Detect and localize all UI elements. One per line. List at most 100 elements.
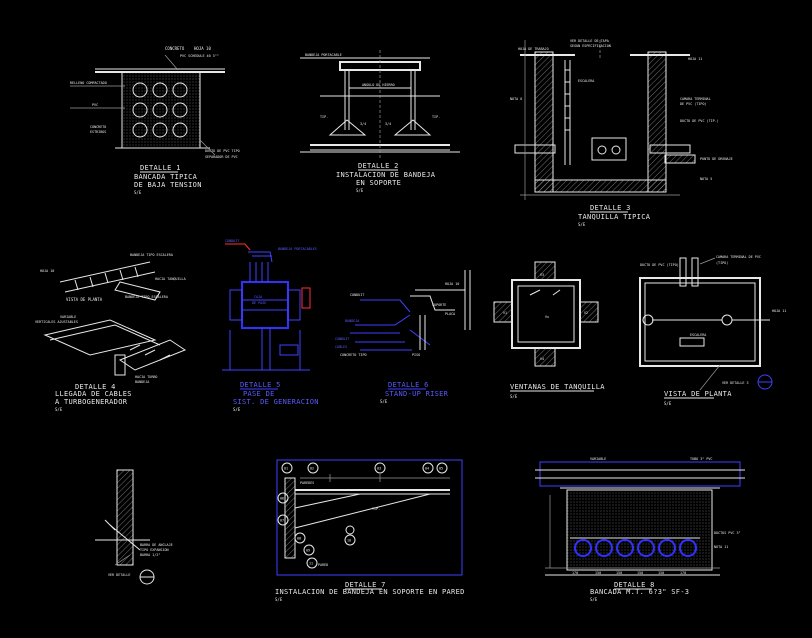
d2-note-1: ANGULO DE HIERRO xyxy=(362,83,395,87)
win-mark-2: V2 xyxy=(584,311,588,315)
d4-note-4: VARIABLE xyxy=(60,315,76,319)
d6-note-7: PISO xyxy=(412,353,420,357)
win-mark-3: V4 xyxy=(540,357,544,361)
d6-note-8: CONCRETO TIPO xyxy=(340,353,367,357)
d3-note-6: CAMARA TERMINAL xyxy=(680,97,711,101)
d3-note-10: NOTA 5 xyxy=(700,177,712,181)
ladder-tray-plan xyxy=(59,261,161,301)
d4-note-6: HACIA TURBO xyxy=(135,375,157,379)
d8-dim-5: 170 xyxy=(680,571,686,575)
d5-note-3: DE PASE xyxy=(252,301,266,305)
d1-sub2: DE BAJA TENSION xyxy=(134,181,202,189)
d8-note-3: NOTA 11 xyxy=(714,545,728,549)
d5-note-0: CONDUIT xyxy=(225,239,239,243)
d6-note-5: CONDUIT xyxy=(335,337,349,341)
d3-scale: S/E xyxy=(578,222,586,227)
d5-title: DETALLE 5 xyxy=(240,381,281,389)
d7-sub1: INSTALACION DE BANDEJA EN SOPORTE EN PAR… xyxy=(275,588,465,596)
detail-6-riser: HOJA 10 CONDUIT SOPORTE PLACA BANDEJA CO… xyxy=(335,270,471,404)
detail-1-duct-bank: CONCRETO HOJA 10 PVC SCHEDULE 40 3"" REL… xyxy=(70,46,240,195)
d3-title: DETALLE 3 xyxy=(590,204,631,212)
d7-title: DETALLE 7 xyxy=(345,581,386,589)
detail-5-pass-box: CONDUIT BANDEJA PORTACABLES CAJA DE PASE… xyxy=(222,239,319,412)
detail-4-cable-arrival: HOJA 10 BANDEJA TIPO ESCALERA HACIA TANQ… xyxy=(35,253,187,412)
d2-scale: S/E xyxy=(356,188,364,193)
d4-sub1: LLEGADA DE CABLES xyxy=(55,390,132,398)
d5-scale: S/E xyxy=(233,407,241,412)
d7-tag-6: 07 xyxy=(280,519,284,523)
d2-title: DETALLE 2 xyxy=(358,162,399,170)
d8-dim-0: 170 xyxy=(572,571,578,575)
d1-note-0: CONCRETO xyxy=(165,46,185,51)
d4-note-1: BANDEJA TIPO ESCALERA xyxy=(130,253,173,257)
anchor-note-0: VER DETALLE xyxy=(108,573,130,577)
detail-7-wall-tray: 01 02 03 04 05 06 07 08 09 10 11 PAREDES… xyxy=(275,459,465,602)
manhole-windows-detail: V3 V1 V2 V4 Vx VENTANAS DE TANQUILLA S/E xyxy=(493,261,605,399)
win-mark-1: V1 xyxy=(503,311,507,315)
anchor-note-2: TIPO EXPANSION xyxy=(140,548,169,552)
d3-sub1: TANQUILLA TIPICA xyxy=(578,213,651,221)
plan-note-1: CAMARA TERMINAL DE PVC xyxy=(716,255,761,259)
d4-note-3: BANDEJA TIPO ESCALERA xyxy=(125,295,168,299)
ladder xyxy=(564,60,571,165)
d3-note-2: HOJA DE TRABAJO xyxy=(518,47,549,51)
d7-tag-1: 02 xyxy=(310,467,314,471)
d8-dim-3: 150 xyxy=(637,571,643,575)
windows-scale: S/E xyxy=(510,394,518,399)
d6-sub1: STAND-UP RISER xyxy=(385,390,449,398)
d3-note-5: NOTA 6 xyxy=(510,97,522,101)
d1-note-1: HOJA 10 xyxy=(194,46,211,51)
d4-note-2: HACIA TANQUILLA xyxy=(155,277,186,281)
d1-note-7: DUCTO DE PVC TIPO xyxy=(205,149,240,153)
d1-note-4: PVC xyxy=(92,103,98,107)
detail-3-manhole: VER DETALLE DE TAPA SEGUN ESPECIFICACION… xyxy=(510,39,733,227)
d7-tag-0: 01 xyxy=(284,467,288,471)
d8-sub1: BANCADA M.T. 6?3" SF-3 xyxy=(590,588,689,596)
win-mark-0: V3 xyxy=(540,273,544,277)
d2-note-2: TIP. xyxy=(320,115,328,119)
d2-sub1: INSTALACION DE BANDEJA xyxy=(336,171,436,179)
d8-title: DETALLE 8 xyxy=(614,581,655,589)
d7-tag-8: 09 xyxy=(306,549,310,553)
plan-note-5: VER DETALLE 3 xyxy=(722,381,749,385)
d4-note-7: BANDEJA xyxy=(135,380,149,384)
d1-sub1: BANCADA TIPICA xyxy=(134,173,198,181)
d4-scale: S/E xyxy=(55,407,63,412)
d3-note-7: DE PVC (TIPO) xyxy=(680,102,707,106)
d1-note-8: SEPARADOR DE PVC xyxy=(205,155,238,159)
d5-note-2: CAJA xyxy=(254,295,262,299)
d1-scale: S/E xyxy=(134,190,142,195)
d5-sub1: PASE DE xyxy=(243,390,275,398)
tag-bubbles: 01 02 03 04 05 06 07 08 09 10 11 xyxy=(277,462,448,569)
d1-note-2: PVC SCHEDULE 40 3"" xyxy=(180,54,219,58)
d8-note-2: DUCTOS PVC 3" xyxy=(714,531,741,535)
plan-scale: S/E xyxy=(664,401,672,406)
anchor-note-1: BARRA DE ANCLAJE xyxy=(140,543,173,547)
d2-note-4: 3/4 xyxy=(360,122,366,126)
d7-tag-9: 10 xyxy=(347,539,351,543)
d3-note-0: VER DETALLE DE TAPA xyxy=(570,39,609,43)
d5-sub2: SIST. DE GENERACION xyxy=(233,398,319,406)
d8-dim-1: 150 xyxy=(595,571,601,575)
d6-note-4: BANDEJA xyxy=(345,319,359,323)
d7-tag-10: 11 xyxy=(309,562,313,566)
d7-tag-5: 06 xyxy=(280,497,284,501)
d3-note-1: SEGUN ESPECIFICACION xyxy=(570,44,611,48)
d4-subtitle: VISTA DE PLANTA xyxy=(66,297,103,302)
d1-title: DETALLE 1 xyxy=(140,164,181,172)
plan-title: VISTA DE PLANTA xyxy=(664,390,732,398)
d7-tag-3: 04 xyxy=(425,467,429,471)
d6-note-0: HOJA 10 xyxy=(445,282,459,286)
d7-tag-7: 08 xyxy=(297,537,301,541)
d7-note-1: TIP. xyxy=(372,507,380,511)
d7-note-0: PAREDES xyxy=(300,481,314,485)
detail-8-mv-duct-bank: VARIABLE TUBO 3" PVC DUCTOS PVC 3" NOTA … xyxy=(535,457,745,602)
d2-sub2: EN SOPORTE xyxy=(356,179,401,187)
d8-note-0: VARIABLE xyxy=(590,457,606,461)
plan-note-0: DUCTO DE PVC (TIPO) xyxy=(640,263,679,267)
ladder-tray-iso xyxy=(43,319,187,376)
d7-note-2: PARED xyxy=(318,563,328,567)
d1-note-6: ESTRIBOS xyxy=(90,130,106,134)
d6-note-1: CONDUIT xyxy=(350,293,364,297)
